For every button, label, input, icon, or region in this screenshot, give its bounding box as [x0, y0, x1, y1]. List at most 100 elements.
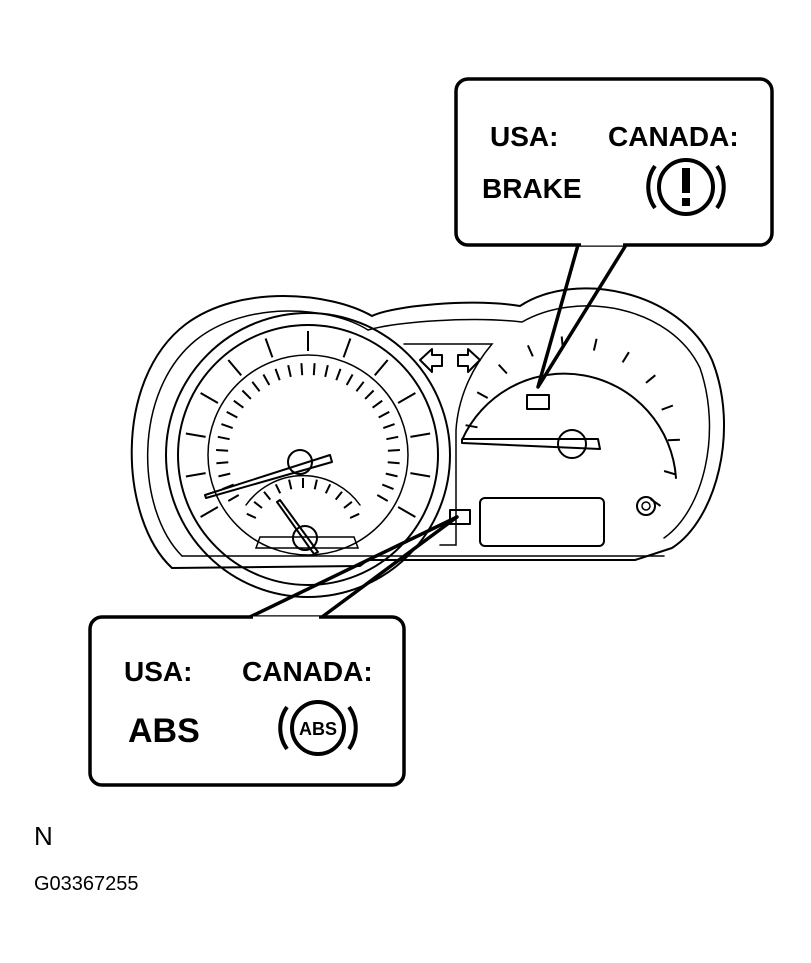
- abs-callout-canada-label: CANADA:: [242, 656, 373, 687]
- right-gauge-tick: [621, 351, 630, 363]
- abs-usa-symbol: ABS: [128, 712, 200, 750]
- right-gauge-tick: [526, 344, 534, 357]
- brake-callout-usa-label: USA:: [490, 121, 558, 152]
- speedometer-tick: [312, 363, 316, 376]
- speedometer-dial-face: [207, 354, 409, 556]
- turn-signal-right-icon: [457, 348, 481, 373]
- right-gauge-bezel: [461, 372, 677, 479]
- speedometer-tick: [233, 399, 244, 409]
- turn-signal-left-icon: [419, 348, 443, 373]
- speedometer: [165, 312, 451, 598]
- speedometer-tick-marks: [216, 363, 400, 502]
- speedometer-tick: [227, 494, 240, 502]
- speedometer-major-tick: [264, 338, 274, 358]
- speedometer-tick: [385, 472, 398, 478]
- figure-code: G03367255: [34, 873, 139, 895]
- sub-dial-tick: [313, 479, 318, 490]
- speedometer-tick: [378, 411, 390, 419]
- brake-warning-right-arc: [715, 164, 726, 210]
- speedometer-tick: [376, 494, 389, 502]
- speedometer-tick: [216, 449, 229, 452]
- speedometer-tick: [274, 368, 281, 381]
- abs-callout-usa-label: USA:: [124, 656, 192, 687]
- sub-dial-tick: [334, 491, 343, 501]
- cluster-outer-housing: [130, 287, 725, 569]
- speedometer-tick: [287, 364, 292, 378]
- speedometer-outer-ticks: [185, 331, 431, 518]
- brake-warning-left-arc: [646, 164, 657, 210]
- speedometer-tick: [221, 423, 234, 430]
- brake-callout: USA: CANADA: BRAKE: [454, 77, 774, 389]
- speedometer-major-tick: [410, 432, 431, 438]
- brake-warning-circle: [657, 158, 715, 216]
- speedometer-tick: [345, 374, 354, 386]
- brake-warning-icon: [646, 158, 726, 216]
- right-gauge-tick: [661, 404, 674, 411]
- sub-dial-tick: [343, 501, 353, 509]
- speedometer-tick: [300, 363, 304, 376]
- sub-dial-tick: [288, 479, 293, 490]
- brake-warning-dot: [682, 198, 690, 206]
- speedometer-needle-bar: [204, 454, 333, 499]
- speedometer-major-tick: [200, 392, 219, 404]
- trip-reset-knob-center: [641, 501, 651, 511]
- speedometer-bezel-inner: [177, 324, 439, 586]
- sub-dial-arc: [245, 474, 361, 506]
- speedometer-tick: [216, 461, 229, 465]
- sub-dial-tick: [274, 483, 282, 494]
- right-gauge-tick: [663, 470, 676, 476]
- right-gauge-tick: [592, 338, 598, 351]
- trip-reset-knob[interactable]: [636, 496, 656, 516]
- sub-dial-tick: [246, 512, 257, 519]
- center-panel: [403, 343, 494, 546]
- speedometer-bezel-outer: [165, 312, 451, 598]
- brake-indicator-lamp: [526, 394, 550, 410]
- speedometer-tick: [226, 411, 238, 419]
- brake-usa-symbol: BRAKE: [482, 173, 582, 204]
- sub-dial-tick-marks: [246, 478, 360, 519]
- speedometer-tick: [387, 461, 400, 465]
- speedometer-tick: [372, 399, 383, 409]
- speedometer-major-tick: [397, 506, 416, 518]
- sub-dial-hub: [292, 525, 318, 551]
- right-gauge-tick: [465, 424, 478, 429]
- speedometer-major-tick: [342, 338, 352, 358]
- right-gauge-hub: [557, 429, 587, 459]
- speedometer-tick: [387, 449, 400, 452]
- speedometer-major-tick: [374, 359, 389, 376]
- speedometer-major-tick: [397, 392, 416, 404]
- speedometer-lower-plate: [254, 536, 360, 549]
- abs-warning-right-arc: [347, 705, 358, 751]
- speedometer-tick: [381, 483, 394, 491]
- abs-warning-icon: ABS: [278, 700, 358, 756]
- instrument-cluster: [130, 287, 725, 598]
- speedometer-tick: [217, 435, 230, 441]
- speedometer-major-tick: [200, 506, 219, 518]
- sub-dial-needle: [276, 499, 319, 555]
- speedometer-tick: [241, 389, 252, 400]
- abs-callout-box: [88, 615, 406, 787]
- right-gauge-tick: [476, 391, 489, 399]
- sub-dial-tick: [263, 491, 272, 501]
- speedometer-tick: [364, 389, 375, 400]
- speedometer-major-tick: [185, 472, 206, 478]
- speedometer-needle: [204, 449, 333, 499]
- abs-canada-symbol-text: ABS: [299, 719, 337, 739]
- right-gauge-tick: [667, 438, 680, 442]
- speedometer-tick: [251, 381, 261, 392]
- brake-callout-pointer: [536, 244, 628, 389]
- right-gauge-tick-marks: [465, 336, 680, 507]
- figure-orientation-letter: N: [34, 821, 53, 851]
- abs-callout-pointer: [249, 515, 459, 619]
- cluster-inner-housing: [146, 305, 711, 557]
- speedometer-tick: [382, 423, 395, 430]
- speedometer-tick: [324, 364, 329, 378]
- sub-dial-tick: [349, 512, 360, 519]
- speedometer-major-tick: [410, 472, 431, 478]
- speedometer-hub: [287, 449, 313, 475]
- right-gauge-needle: [461, 438, 601, 450]
- abs-indicator-lamp: [449, 509, 471, 525]
- brake-warning-bar: [682, 168, 690, 193]
- speedometer-tick: [262, 374, 271, 386]
- brake-callout-canada-label: CANADA:: [608, 121, 739, 152]
